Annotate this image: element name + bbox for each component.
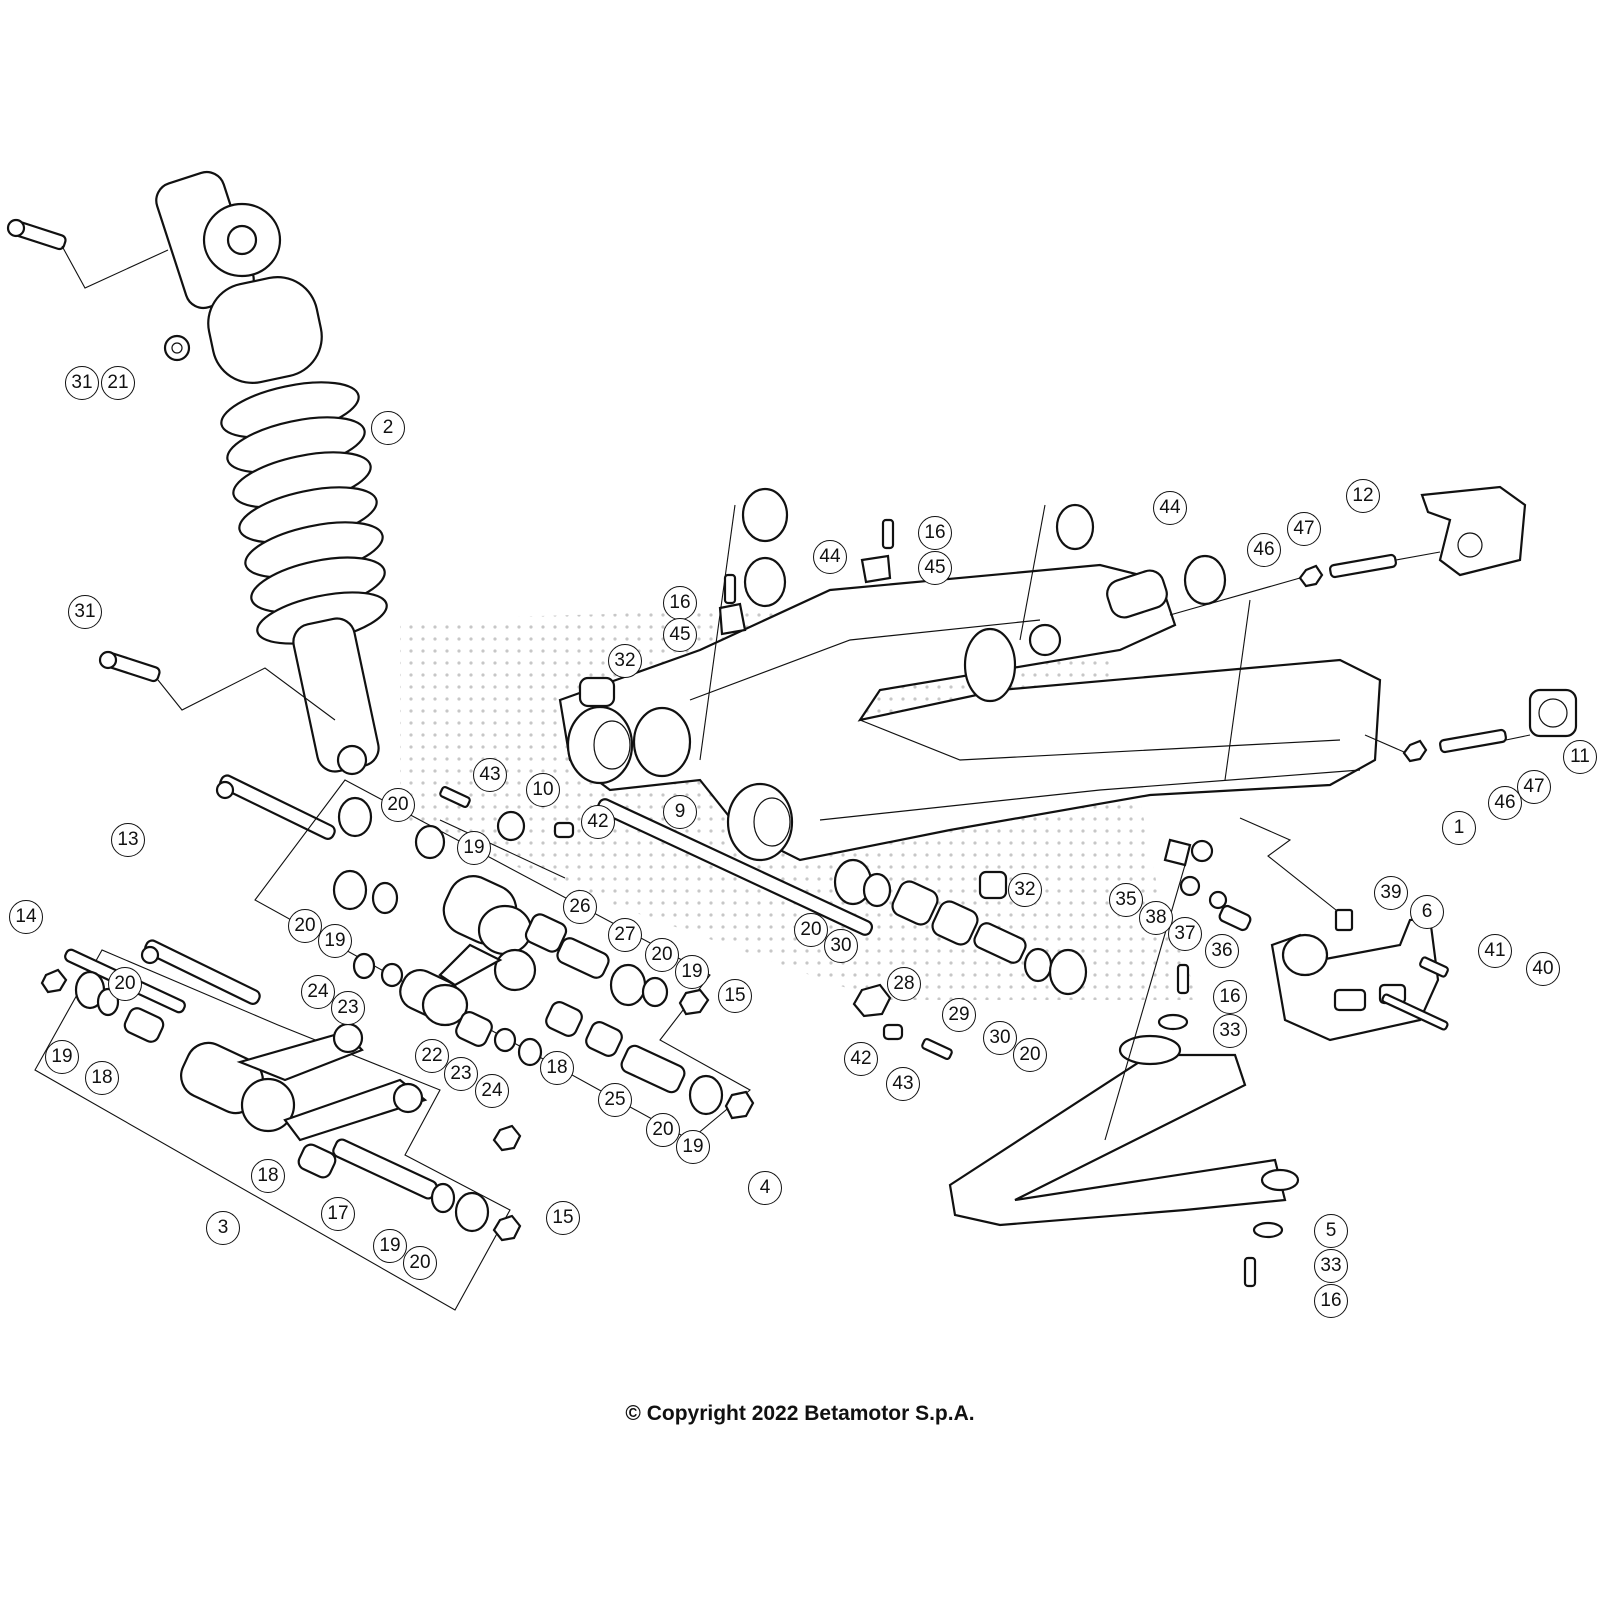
callout-13[interactable]: 13 — [111, 823, 145, 857]
shock-spring — [220, 381, 388, 645]
callout-27[interactable]: 27 — [608, 918, 642, 952]
callout-19[interactable]: 19 — [676, 1130, 710, 1164]
callout-6[interactable]: 6 — [1410, 895, 1444, 929]
callout-2[interactable]: 2 — [371, 411, 405, 445]
callout-14[interactable]: 14 — [9, 900, 43, 934]
callout-47[interactable]: 47 — [1517, 770, 1551, 804]
callout-18[interactable]: 18 — [540, 1051, 574, 1085]
callout-19[interactable]: 19 — [373, 1229, 407, 1263]
callout-43[interactable]: 43 — [886, 1067, 920, 1101]
callout-18[interactable]: 18 — [85, 1061, 119, 1095]
chain-adjuster-left[interactable] — [1420, 485, 1527, 577]
callout-20[interactable]: 20 — [1013, 1038, 1047, 1072]
callout-21[interactable]: 21 — [101, 366, 135, 400]
callout-45[interactable]: 45 — [918, 551, 952, 585]
callout-32[interactable]: 32 — [608, 644, 642, 678]
callout-31[interactable]: 31 — [65, 366, 99, 400]
callout-1[interactable]: 1 — [1442, 811, 1476, 845]
callout-43[interactable]: 43 — [473, 758, 507, 792]
callout-20[interactable]: 20 — [381, 788, 415, 822]
callout-25[interactable]: 25 — [598, 1083, 632, 1117]
callout-20[interactable]: 20 — [288, 909, 322, 943]
callout-15[interactable]: 15 — [546, 1201, 580, 1235]
callout-30[interactable]: 30 — [983, 1021, 1017, 1055]
chain-guide[interactable] — [1270, 916, 1440, 1042]
callout-44[interactable]: 44 — [813, 540, 847, 574]
swingarm-pivot-shaft[interactable] — [596, 797, 892, 1018]
callout-19[interactable]: 19 — [318, 924, 352, 958]
callout-26[interactable]: 26 — [563, 890, 597, 924]
callout-16[interactable]: 16 — [663, 586, 697, 620]
callout-20[interactable]: 20 — [403, 1246, 437, 1280]
adjuster-bolts[interactable] — [1298, 553, 1508, 763]
callout-16[interactable]: 16 — [1314, 1284, 1348, 1318]
callout-46[interactable]: 46 — [1488, 786, 1522, 820]
bolt-31-top[interactable] — [6, 218, 67, 251]
callout-40[interactable]: 40 — [1526, 952, 1560, 986]
chain-guide-hardware[interactable] — [1163, 838, 1449, 1031]
callout-19[interactable]: 19 — [45, 1040, 79, 1074]
callout-9[interactable]: 9 — [663, 795, 697, 829]
callout-45[interactable]: 45 — [663, 618, 697, 652]
nut-21[interactable] — [163, 334, 191, 362]
swingarm[interactable] — [558, 563, 1382, 862]
callout-46[interactable]: 46 — [1247, 533, 1281, 567]
linkage-group-frame — [34, 949, 511, 1311]
callout-44[interactable]: 44 — [1153, 491, 1187, 525]
callout-4[interactable]: 4 — [748, 1171, 782, 1205]
callout-33[interactable]: 33 — [1314, 1249, 1348, 1283]
callout-20[interactable]: 20 — [645, 938, 679, 972]
shock-absorber[interactable] — [152, 167, 392, 776]
callout-33[interactable]: 33 — [1213, 1014, 1247, 1048]
callout-42[interactable]: 42 — [581, 805, 615, 839]
rocker-bolt-13-upper[interactable] — [215, 774, 337, 841]
callout-3[interactable]: 3 — [206, 1211, 240, 1245]
swingarm-top-hardware[interactable] — [578, 487, 1227, 708]
callout-16[interactable]: 16 — [1213, 980, 1247, 1014]
callout-19[interactable]: 19 — [457, 831, 491, 865]
callout-38[interactable]: 38 — [1139, 901, 1173, 935]
callout-42[interactable]: 42 — [844, 1042, 878, 1076]
slider-hardware[interactable] — [1157, 963, 1284, 1288]
callout-22[interactable]: 22 — [415, 1039, 449, 1073]
callout-20[interactable]: 20 — [108, 967, 142, 1001]
callout-39[interactable]: 39 — [1374, 876, 1408, 910]
callout-23[interactable]: 23 — [331, 991, 365, 1025]
linkage-rods[interactable] — [174, 1022, 428, 1142]
callout-31[interactable]: 31 — [68, 595, 102, 629]
callout-37[interactable]: 37 — [1168, 917, 1202, 951]
callout-29[interactable]: 29 — [942, 998, 976, 1032]
callout-24[interactable]: 24 — [301, 975, 335, 1009]
bolt-31-bottom[interactable] — [98, 650, 161, 683]
callout-20[interactable]: 20 — [646, 1113, 680, 1147]
rocker-bolt-13-lower[interactable] — [140, 939, 262, 1006]
callout-15[interactable]: 15 — [718, 979, 752, 1013]
callout-18[interactable]: 18 — [251, 1159, 285, 1193]
callout-23[interactable]: 23 — [444, 1057, 478, 1091]
callout-16[interactable]: 16 — [918, 516, 952, 550]
callout-32[interactable]: 32 — [1008, 873, 1042, 907]
callout-24[interactable]: 24 — [475, 1074, 509, 1108]
callout-47[interactable]: 47 — [1287, 512, 1321, 546]
chain-slider[interactable] — [948, 1034, 1300, 1227]
pivot-bearings[interactable] — [439, 786, 1088, 1060]
callout-19[interactable]: 19 — [675, 955, 709, 989]
callout-30[interactable]: 30 — [824, 929, 858, 963]
callout-5[interactable]: 5 — [1314, 1214, 1348, 1248]
callout-11[interactable]: 11 — [1563, 740, 1597, 774]
rocker[interactable] — [394, 868, 537, 1027]
callout-41[interactable]: 41 — [1478, 934, 1512, 968]
callout-17[interactable]: 17 — [321, 1197, 355, 1231]
callout-20[interactable]: 20 — [794, 913, 828, 947]
callout-35[interactable]: 35 — [1109, 883, 1143, 917]
chain-adjuster-right[interactable] — [1528, 688, 1578, 738]
copyright-notice: © Copyright 2022 Betamotor S.p.A. — [625, 1402, 975, 1425]
callout-12[interactable]: 12 — [1346, 479, 1380, 513]
callout-36[interactable]: 36 — [1205, 934, 1239, 968]
callout-10[interactable]: 10 — [526, 773, 560, 807]
rocker-hardware[interactable] — [332, 796, 755, 1120]
rocker-group-frame — [254, 779, 751, 1141]
callout-28[interactable]: 28 — [887, 967, 921, 1001]
